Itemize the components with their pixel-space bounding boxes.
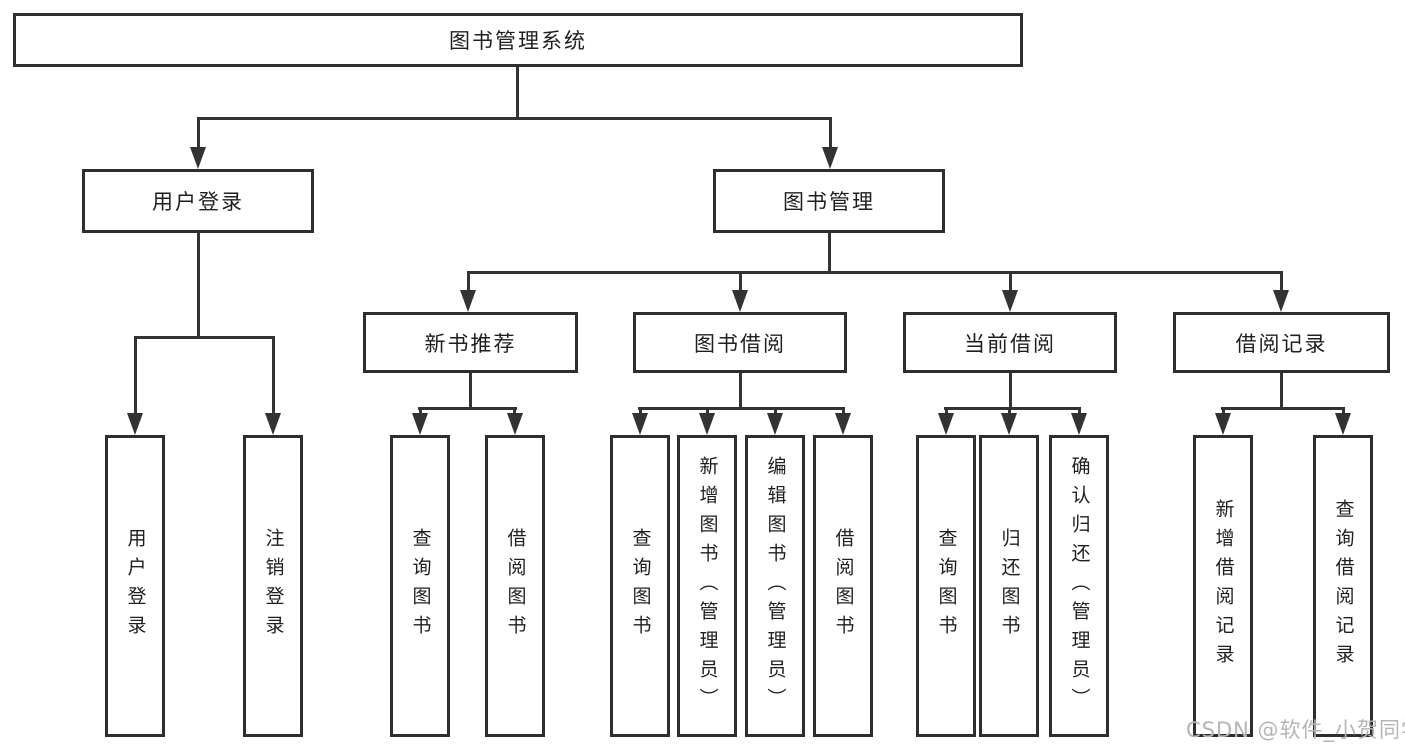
leaf-query-books-borrowing-label: 查询图书 bbox=[629, 528, 652, 644]
leaf-return-books: 归还图书 bbox=[979, 435, 1039, 737]
leaf-borrow-books-recommend-label: 借阅图书 bbox=[504, 528, 527, 644]
arrow-down-icon bbox=[460, 290, 476, 312]
arrow-down-icon bbox=[835, 413, 851, 435]
arrow-down-icon bbox=[699, 413, 715, 435]
connector-g4-leaf1-stem bbox=[1222, 407, 1225, 417]
connector-g4-distributor bbox=[1221, 407, 1345, 410]
arrow-down-icon bbox=[1001, 413, 1017, 435]
leaf-user-login: 用户登录 bbox=[105, 435, 165, 737]
connector-g4-stem bbox=[1280, 373, 1283, 410]
leaf-borrow-books-recommend: 借阅图书 bbox=[485, 435, 545, 737]
connector-root-to-book-stem bbox=[829, 117, 832, 149]
connector-g2-distributor bbox=[638, 407, 845, 410]
leaf-query-books-current: 查询图书 bbox=[916, 435, 976, 737]
arrow-down-icon bbox=[1071, 413, 1087, 435]
leaf-edit-books-admin-label: 编辑图书（管理员） bbox=[764, 455, 787, 717]
connector-root-distributor bbox=[197, 117, 831, 120]
arrow-down-icon bbox=[1273, 290, 1289, 312]
node-user-login-branch: 用户登录 bbox=[82, 169, 314, 233]
leaf-add-borrow-record-label: 新增借阅记录 bbox=[1212, 499, 1235, 673]
leaf-add-books-admin: 新增图书（管理员） bbox=[677, 435, 737, 737]
connector-book-g3-stem bbox=[1009, 271, 1012, 292]
node-new-book-recommend: 新书推荐 bbox=[363, 312, 578, 373]
connector-g1-leaf2-stem bbox=[513, 407, 516, 417]
connector-book-stem bbox=[828, 233, 831, 274]
connector-book-g2-stem bbox=[739, 271, 742, 292]
connector-g1-leaf1-stem bbox=[419, 407, 422, 417]
connector-user-leaf2-stem bbox=[272, 336, 275, 415]
connector-root-stem bbox=[516, 67, 519, 119]
arrow-down-icon bbox=[412, 413, 428, 435]
arrow-down-icon bbox=[822, 147, 838, 169]
leaf-query-borrow-record: 查询借阅记录 bbox=[1313, 435, 1373, 737]
connector-book-g1-stem bbox=[467, 271, 470, 292]
connector-g3-leaf2-stem bbox=[1008, 407, 1011, 417]
arrow-down-icon bbox=[190, 147, 206, 169]
leaf-query-books-current-label: 查询图书 bbox=[935, 528, 958, 644]
connector-g1-stem bbox=[469, 373, 472, 410]
leaf-edit-books-admin: 编辑图书（管理员） bbox=[745, 435, 805, 737]
leaf-borrow-books: 借阅图书 bbox=[813, 435, 873, 737]
connector-g3-leaf3-stem bbox=[1078, 407, 1081, 417]
arrow-down-icon bbox=[732, 290, 748, 312]
connector-g2-leaf3-stem bbox=[774, 407, 777, 417]
connector-book-g4-stem bbox=[1280, 271, 1283, 292]
connector-root-to-user-stem bbox=[197, 117, 200, 149]
node-root-label: 图书管理系统 bbox=[449, 29, 587, 53]
leaf-borrow-books-label: 借阅图书 bbox=[832, 528, 855, 644]
arrow-down-icon bbox=[938, 413, 954, 435]
connector-g3-stem bbox=[1009, 373, 1012, 410]
arrow-down-icon bbox=[767, 413, 783, 435]
leaf-logout-label: 注销登录 bbox=[262, 528, 285, 644]
node-book-borrowing: 图书借阅 bbox=[633, 312, 847, 373]
connector-g2-stem bbox=[739, 373, 742, 410]
node-current-borrowing-label: 当前借阅 bbox=[964, 331, 1056, 356]
leaf-query-books-recommend-label: 查询图书 bbox=[409, 528, 432, 644]
node-user-login-branch-label: 用户登录 bbox=[152, 190, 244, 214]
connector-g3-leaf1-stem bbox=[945, 407, 948, 417]
connector-g3-distributor bbox=[944, 407, 1081, 410]
node-book-management-label: 图书管理 bbox=[783, 190, 875, 214]
node-borrowing-records-label: 借阅记录 bbox=[1235, 331, 1328, 356]
node-new-book-recommend-label: 新书推荐 bbox=[424, 331, 517, 356]
connector-g2-leaf1-stem bbox=[639, 407, 642, 417]
connector-user-distributor bbox=[134, 336, 275, 339]
arrow-down-icon bbox=[507, 413, 523, 435]
leaf-return-books-label: 归还图书 bbox=[998, 528, 1021, 644]
arrow-down-icon bbox=[632, 413, 648, 435]
leaf-logout: 注销登录 bbox=[243, 435, 303, 737]
leaf-query-books-borrowing: 查询图书 bbox=[610, 435, 670, 737]
node-book-management: 图书管理 bbox=[713, 169, 945, 233]
arrow-down-icon bbox=[1002, 290, 1018, 312]
leaf-confirm-return-admin-label: 确认归还（管理员） bbox=[1068, 455, 1091, 717]
arrow-down-icon bbox=[127, 413, 143, 435]
node-borrowing-records: 借阅记录 bbox=[1173, 312, 1390, 373]
connector-user-stem bbox=[197, 233, 200, 339]
arrow-down-icon bbox=[265, 413, 281, 435]
connector-g2-leaf4-stem bbox=[842, 407, 845, 417]
connector-g4-leaf2-stem bbox=[1342, 407, 1345, 417]
leaf-user-login-label: 用户登录 bbox=[124, 528, 147, 644]
leaf-add-books-admin-label: 新增图书（管理员） bbox=[696, 455, 719, 717]
leaf-query-books-recommend: 查询图书 bbox=[390, 435, 450, 737]
node-current-borrowing: 当前借阅 bbox=[903, 312, 1117, 373]
leaf-confirm-return-admin: 确认归还（管理员） bbox=[1049, 435, 1109, 737]
csdn-watermark: CSDN @软件_小贺同学 bbox=[1186, 718, 1405, 742]
leaf-query-borrow-record-label: 查询借阅记录 bbox=[1332, 499, 1355, 673]
node-root: 图书管理系统 bbox=[13, 13, 1023, 67]
connector-book-distributor bbox=[467, 271, 1283, 274]
node-book-borrowing-label: 图书借阅 bbox=[694, 331, 786, 356]
arrow-down-icon bbox=[1215, 413, 1231, 435]
connector-g2-leaf2-stem bbox=[706, 407, 709, 417]
arrow-down-icon bbox=[1335, 413, 1351, 435]
leaf-add-borrow-record: 新增借阅记录 bbox=[1193, 435, 1253, 737]
connector-user-leaf1-stem bbox=[134, 336, 137, 415]
connector-g1-distributor bbox=[418, 407, 517, 410]
